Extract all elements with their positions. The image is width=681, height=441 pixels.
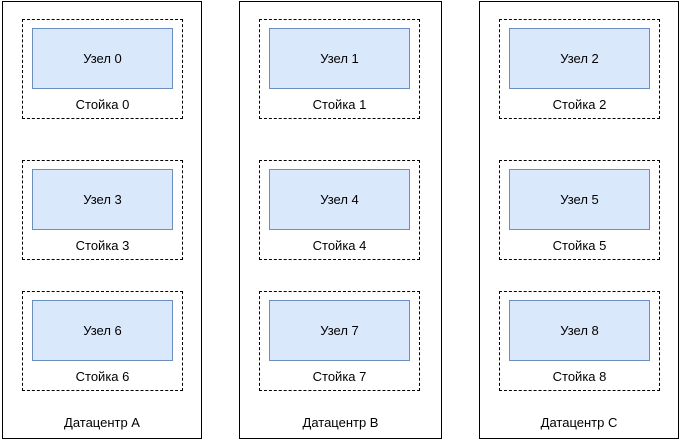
datacenter-c-container: Узел 2 Стойка 2 Узел 5 Стойка 5 Узел 8 С… <box>479 1 679 439</box>
rack-5: Узел 5 Стойка 5 <box>499 160 660 260</box>
rack-0: Узел 0 Стойка 0 <box>22 19 183 119</box>
rack-5-label: Стойка 5 <box>552 238 607 253</box>
node-2-label: Узел 2 <box>560 51 599 66</box>
datacenter-c-label: Датацентр C <box>540 415 618 430</box>
node-4-label: Узел 4 <box>320 192 359 207</box>
rack-8-label: Стойка 8 <box>552 369 607 384</box>
rack-3: Узел 3 Стойка 3 <box>22 160 183 260</box>
node-2-shape: Узел 2 <box>509 28 650 89</box>
rack-7: Узел 7 Стойка 7 <box>259 291 420 391</box>
node-3-label: Узел 3 <box>83 192 122 207</box>
rack-6: Узел 6 Стойка 6 <box>22 291 183 391</box>
datacenter-a-label: Датацентр A <box>64 415 140 430</box>
node-7-label: Узел 7 <box>320 323 359 338</box>
rack-1: Узел 1 Стойка 1 <box>259 19 420 119</box>
datacenter-a-container: Узел 0 Стойка 0 Узел 3 Стойка 3 Узел 6 С… <box>2 1 202 439</box>
node-0-label: Узел 0 <box>83 51 122 66</box>
node-0-shape: Узел 0 <box>32 28 173 89</box>
rack-8: Узел 8 Стойка 8 <box>499 291 660 391</box>
node-1-label: Узел 1 <box>320 51 359 66</box>
node-6-label: Узел 6 <box>83 323 122 338</box>
rack-4: Узел 4 Стойка 4 <box>259 160 420 260</box>
node-7-shape: Узел 7 <box>269 300 410 361</box>
rack-6-label: Стойка 6 <box>75 369 130 384</box>
node-6-shape: Узел 6 <box>32 300 173 361</box>
rack-0-label: Стойка 0 <box>75 97 130 112</box>
node-3-shape: Узел 3 <box>32 169 173 230</box>
rack-2-label: Стойка 2 <box>552 97 607 112</box>
rack-4-label: Стойка 4 <box>312 238 367 253</box>
rack-3-label: Стойка 3 <box>75 238 130 253</box>
node-5-shape: Узел 5 <box>509 169 650 230</box>
datacenter-b-label: Датацентр B <box>302 415 379 430</box>
rack-2: Узел 2 Стойка 2 <box>499 19 660 119</box>
rack-7-label: Стойка 7 <box>312 369 367 384</box>
datacenter-b-container: Узел 1 Стойка 1 Узел 4 Стойка 4 Узел 7 С… <box>239 1 442 439</box>
node-1-shape: Узел 1 <box>269 28 410 89</box>
node-4-shape: Узел 4 <box>269 169 410 230</box>
node-8-label: Узел 8 <box>560 323 599 338</box>
node-8-shape: Узел 8 <box>509 300 650 361</box>
rack-1-label: Стойка 1 <box>312 97 367 112</box>
node-5-label: Узел 5 <box>560 192 599 207</box>
